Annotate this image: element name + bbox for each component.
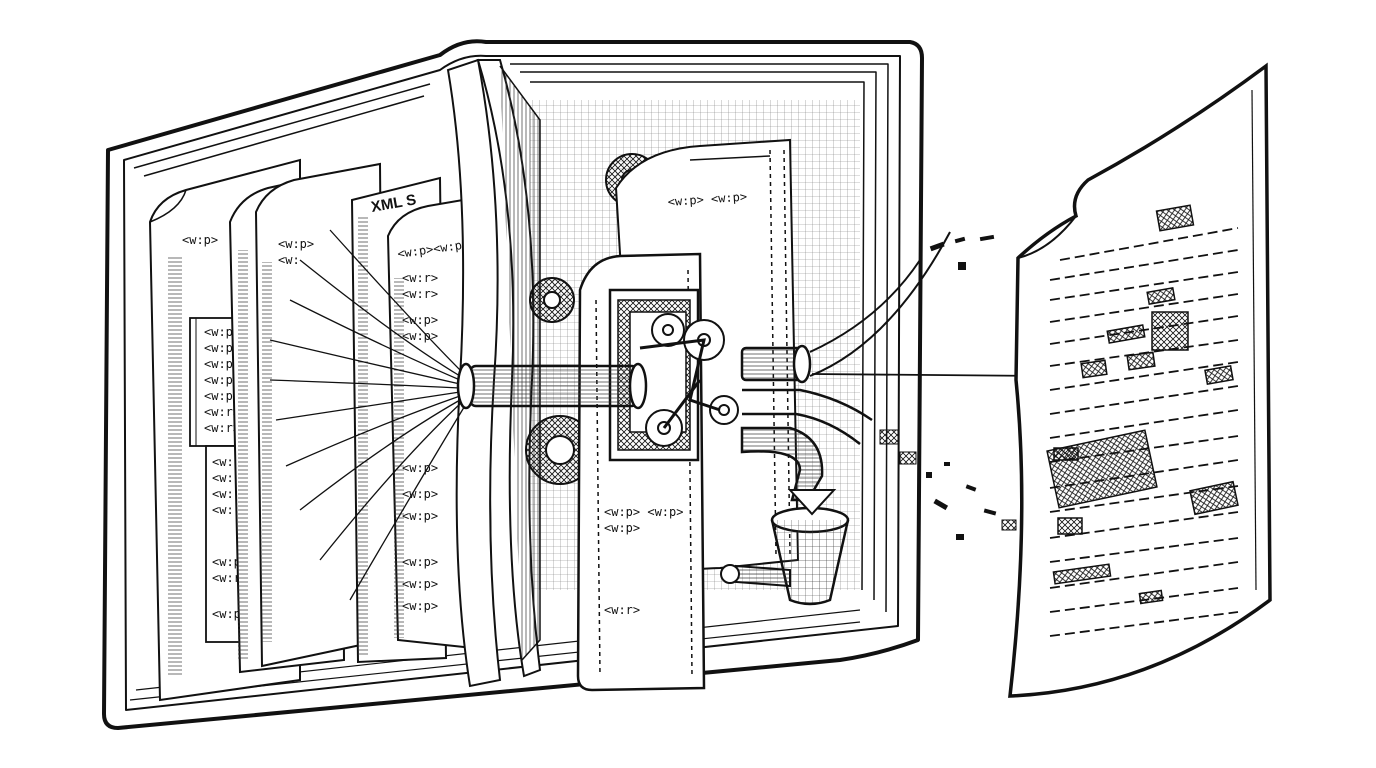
xml-tag: <w:p> — [402, 555, 438, 569]
cable-sleeve — [456, 362, 648, 410]
document-redaction-blocks — [1046, 204, 1239, 605]
xml-tag: <w:r> — [204, 405, 240, 419]
xml-tag: <w:p> <w:p> — [604, 505, 683, 519]
machine-panel — [576, 252, 706, 692]
xml-tag: <w:p> — [402, 313, 438, 327]
output-pipe — [740, 231, 951, 384]
xml-tag: <w:p> — [402, 329, 438, 343]
xml-tag: <w:p> — [402, 461, 438, 475]
xml-tag: <w:p> — [402, 599, 438, 613]
xml-tag: <w:p> — [204, 357, 240, 371]
xml-tag: <w:p> — [402, 509, 438, 523]
xml-tag: <w:r> — [604, 603, 640, 617]
connector-line — [811, 373, 1047, 377]
xml-tag: <w:p> — [204, 325, 240, 339]
xml-tag: <w:p> — [604, 521, 640, 535]
xml-tag: <w:r> — [204, 421, 240, 435]
cable-bundle-icon — [269, 229, 467, 601]
xml-tag: <w:r> — [402, 271, 438, 285]
funnel-icon — [720, 489, 850, 606]
gear-icon — [529, 277, 575, 323]
xml-tag: <w:p> — [278, 237, 314, 251]
xml-tag: <w:p> — [204, 341, 240, 355]
xml-tag: <w:r> — [402, 287, 438, 301]
xml-tag: <w:p> — [402, 577, 438, 591]
xml-tag: <w:p> — [182, 233, 218, 247]
debris-fragments — [879, 234, 1017, 540]
xml-tag: <w:p> — [204, 389, 240, 403]
linkage-arms — [639, 338, 721, 429]
xml-tag: <w: — [278, 253, 300, 267]
xml-tag: <w:p> — [204, 373, 240, 387]
xml-tag: <w:p> — [402, 487, 438, 501]
gear-icon — [651, 313, 685, 347]
xml-tag: <w:p> <w:p> — [667, 189, 747, 209]
document-icon — [1008, 62, 1272, 698]
gear-icon — [709, 395, 739, 425]
